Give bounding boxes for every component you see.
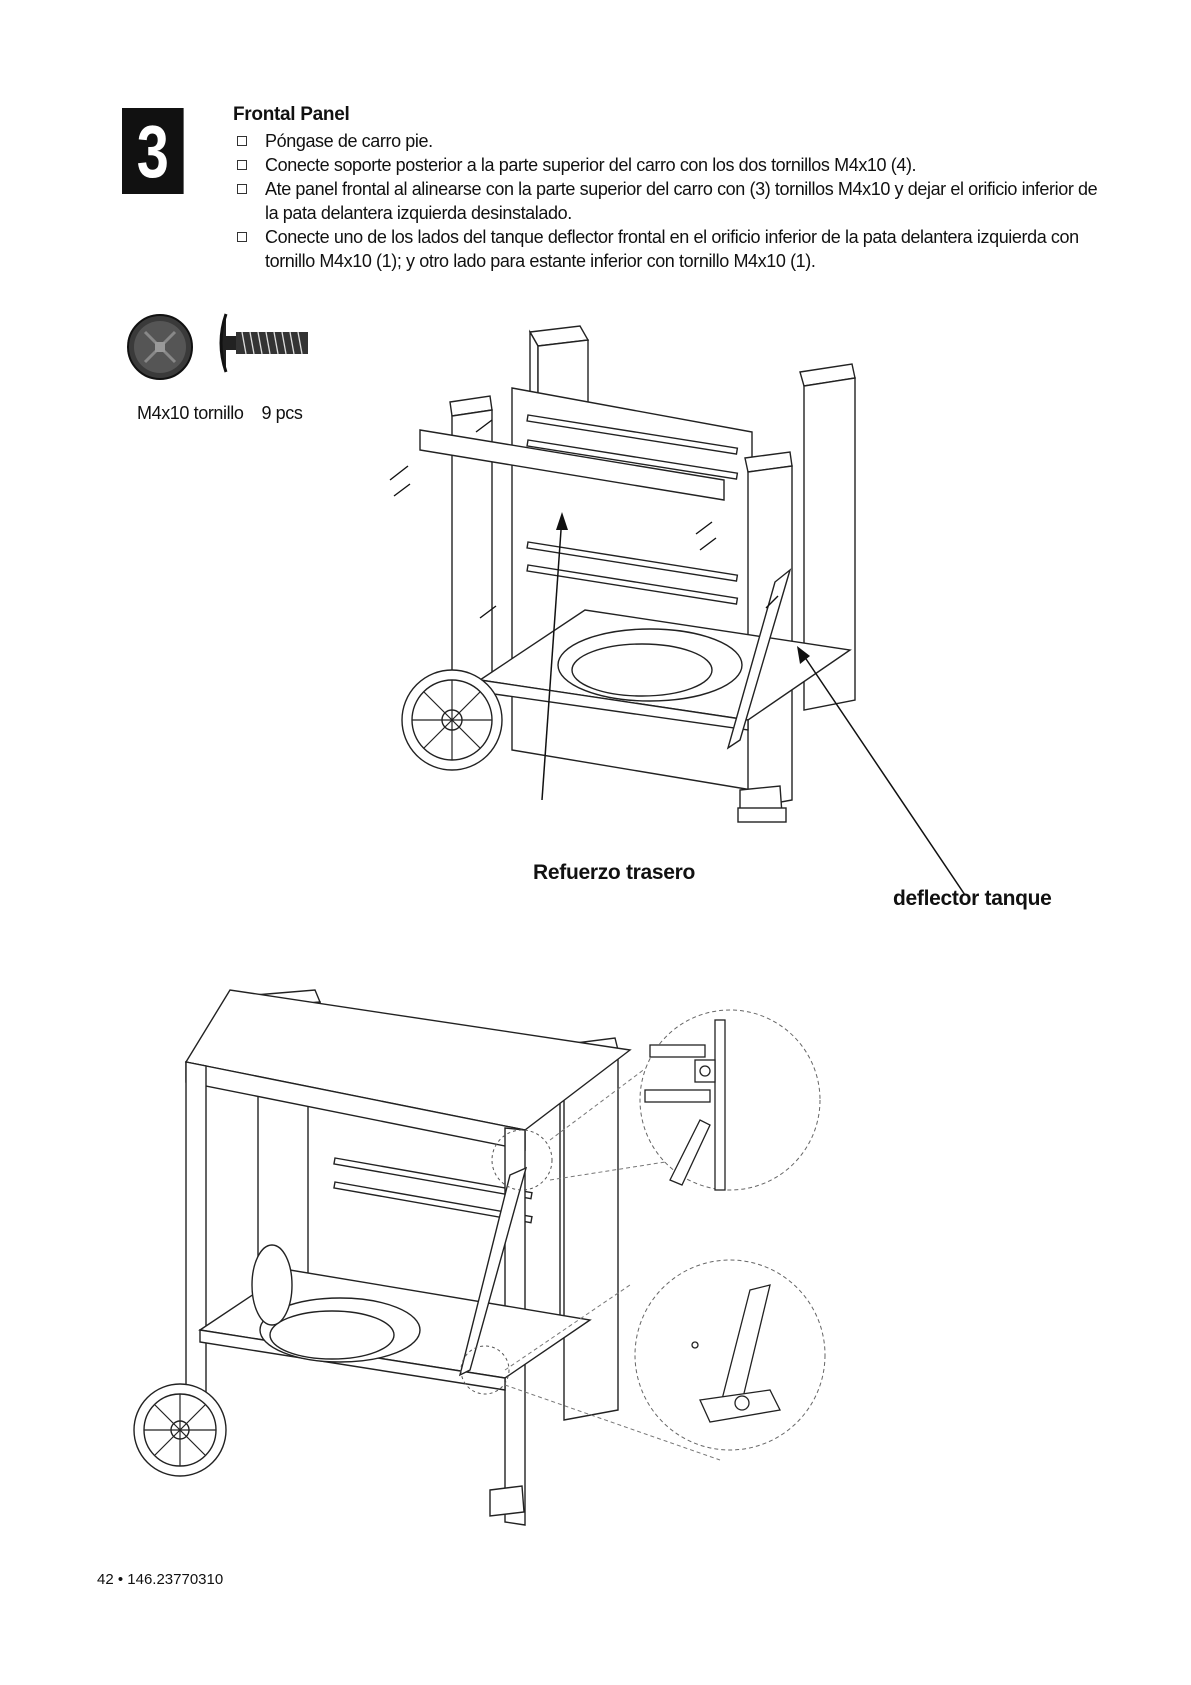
- screw-side-icon: [219, 313, 308, 373]
- hardware-label: M4x10 tornillo 9 pcs: [137, 403, 303, 424]
- checkbox-icon: [237, 136, 247, 146]
- instruction-item: Ate panel frontal al alinearse con la pa…: [233, 177, 1113, 225]
- instruction-item: Póngase de carro pie.: [233, 129, 1113, 153]
- callout-deflector: deflector tanque: [893, 887, 1052, 910]
- instruction-item: Conecte soporte posterior a la parte sup…: [233, 153, 1113, 177]
- hardware-name: M4x10 tornillo: [137, 403, 244, 423]
- page-footer: 42 • 146.23770310: [97, 1571, 224, 1588]
- checkbox-icon: [237, 184, 247, 194]
- step-number-badge: 3: [122, 108, 184, 194]
- instructions: Frontal Panel Póngase de carro pie. Cone…: [233, 104, 1113, 273]
- hardware-qty: 9 pcs: [261, 403, 303, 423]
- checkbox-icon: [237, 160, 247, 170]
- cart-assembled-diagram: [133, 989, 826, 1526]
- instructions-title: Frontal Panel: [233, 104, 350, 125]
- checkbox-icon: [237, 232, 247, 242]
- callout-rear-brace: Refuerzo trasero: [533, 861, 696, 884]
- cart-exploded-diagram: [389, 325, 966, 896]
- instruction-list: Póngase de carro pie. Conecte soporte po…: [233, 129, 1113, 273]
- screw-head-icon: [127, 314, 193, 380]
- instruction-item: Conecte uno de los lados del tanque defl…: [233, 225, 1113, 273]
